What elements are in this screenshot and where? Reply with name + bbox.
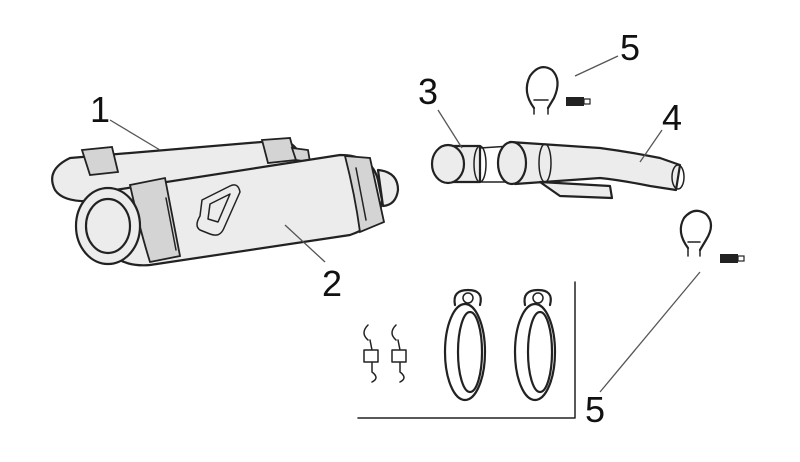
leader-line-5-bottom <box>599 271 701 393</box>
spring-icon <box>363 324 407 383</box>
callout-4: 4 <box>662 97 682 138</box>
link-pipe-curved-icon <box>496 140 685 200</box>
callout-5-top: 5 <box>620 27 640 68</box>
leader-line-2 <box>284 224 326 263</box>
callout-1: 1 <box>90 89 110 130</box>
pipe-clamp-with-bolt-icon <box>525 65 591 115</box>
pipe-clamp-with-bolt-icon-2 <box>679 209 745 263</box>
leader-line-4 <box>639 129 663 163</box>
callout-5-bottom: 5 <box>585 389 605 430</box>
callout-3: 3 <box>418 71 438 112</box>
accessory-kit-frame <box>357 281 576 419</box>
callout-2: 2 <box>322 263 342 304</box>
front-silencer-icon <box>74 153 400 267</box>
leader-line-1 <box>109 119 161 151</box>
clamp-icon <box>443 288 487 402</box>
leader-line-5-top <box>574 55 619 77</box>
leader-line-3 <box>437 109 463 149</box>
clamp-icon-2 <box>513 288 557 402</box>
